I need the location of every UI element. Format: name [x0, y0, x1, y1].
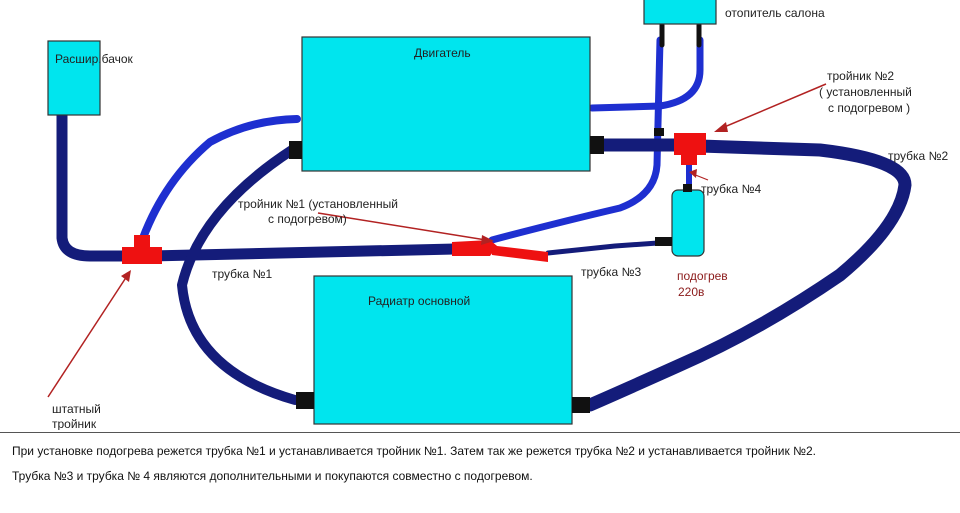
- preheater-label-line1: подогрев: [677, 269, 728, 283]
- standard-tee-label-line2: тройник: [52, 417, 97, 430]
- installation-note-1: При установке подогрева режется трубка №…: [12, 444, 816, 458]
- preheater-box: [671, 189, 705, 257]
- radiator-box: [313, 275, 573, 425]
- engine-left-connector: [289, 141, 302, 159]
- divider: [0, 432, 960, 433]
- tee-2-label-line3: с подогревом ): [828, 101, 910, 115]
- cabin-heater-label: отопитель салона: [725, 6, 825, 20]
- arrow-tee-2: [721, 83, 827, 129]
- radiator-left-connector: [296, 392, 314, 409]
- radiator-label: Радиатр основной: [368, 294, 470, 308]
- cabin-heater-box: [643, 0, 717, 25]
- radiator-right-connector: [572, 397, 590, 413]
- arrow-standard-tee: [47, 275, 128, 398]
- pipe-3: [545, 239, 675, 256]
- tee-1-label-line1: тройник №1 (установленный: [238, 197, 398, 211]
- installation-note-2: Трубка №3 и трубка № 4 являются дополнит…: [12, 469, 533, 483]
- pipe-2: [583, 139, 912, 412]
- tee-1: [452, 240, 548, 262]
- preheater-top-connector: [683, 184, 692, 192]
- preheater-label-line2: 220в: [678, 285, 704, 299]
- tee-2-label-line2: ( установленный: [819, 85, 912, 99]
- heater-return-connector: [654, 128, 664, 136]
- pipe-2-label: трубка №2: [888, 149, 948, 163]
- tee-1-label-line2: с подогревом): [268, 212, 347, 226]
- pipe-engine-to-radiator: [177, 145, 300, 405]
- pipe-1: [144, 243, 461, 262]
- standard-tee-label-line1: штатный: [52, 402, 101, 416]
- pipe-4-label: трубка №4: [701, 182, 761, 196]
- standard-tee: [122, 235, 162, 264]
- engine-label: Двигатель: [414, 46, 471, 60]
- arrowhead-standard-tee: [121, 270, 131, 282]
- expansion-tank-box: [47, 40, 101, 116]
- pipe-engine-to-heater: [588, 36, 704, 112]
- pipe-tee-to-engine-upper: [139, 115, 301, 242]
- pipe-tee1-to-heater-return: [488, 36, 664, 244]
- tee-2-label-line1: тройник №2: [827, 69, 894, 83]
- pipe-1-label: трубка №1: [212, 267, 272, 281]
- arrow-tee-1: [317, 212, 487, 241]
- tee-2: [674, 133, 706, 165]
- cooling-system-diagram: Расшир.бачок Двигатель Радиатр основной …: [47, 0, 948, 430]
- arrowhead-pipe-4: [689, 169, 697, 178]
- engine-right-connector: [590, 136, 604, 154]
- arrowhead-tee-2: [714, 122, 728, 132]
- expansion-tank-label: Расшир.бачок: [55, 52, 134, 66]
- pipe-3-label: трубка №3: [581, 265, 641, 279]
- arrowhead-tee-1: [481, 235, 494, 245]
- engine-box: [301, 36, 591, 172]
- pipe-expansion-tank: [56, 109, 141, 262]
- preheater-side-connector: [655, 237, 672, 246]
